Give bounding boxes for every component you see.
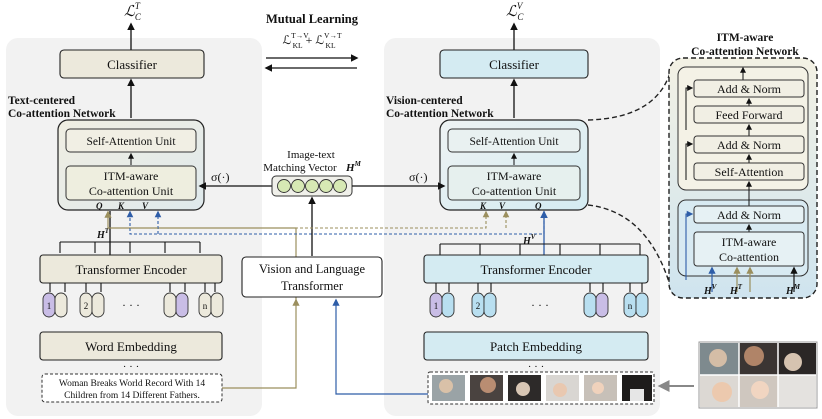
vision-network-title-line1: Vision-centered <box>386 95 463 107</box>
text-token-ellipsis: · · · <box>122 298 140 312</box>
itm-coattention-line1: ITM-aware <box>722 235 777 249</box>
itm-self-attention-label: Self-Attention <box>715 165 784 179</box>
itm-add-norm-low <box>693 205 805 224</box>
vision-self-attention-label: Self-Attention Unit <box>469 136 559 148</box>
text-word-embedding-label: Word Embedding <box>85 339 177 354</box>
vision-encoder-output-ticks <box>439 244 641 255</box>
itm-network-title-line2: Co-attention Network <box>691 46 799 58</box>
text-network-title-line2: Co-attention Network <box>8 108 116 120</box>
text-itm-unit-line2: Co-attention Unit <box>89 184 174 198</box>
svg-text:1: 1 <box>47 301 52 311</box>
vlt-line2: Transformer <box>281 279 344 293</box>
vision-token-ellipsis: · · · <box>531 298 549 312</box>
text-classifier-label: Classifier <box>107 57 157 72</box>
vision-classifier-box <box>439 49 589 79</box>
vision-token-mid <box>583 292 609 318</box>
itm-add-norm-low-label: Add & Norm <box>717 208 782 222</box>
text-network-title-line1: Text-centered <box>8 95 76 107</box>
itm-coattention-line2: Co-attention <box>719 250 779 264</box>
text-token-1: 1 <box>42 292 68 318</box>
vision-transformer-encoder-label: Transformer Encoder <box>480 262 592 277</box>
itm-add-norm-top <box>693 79 805 98</box>
text-input-line1: Woman Breaks World Record With 14 <box>59 379 206 389</box>
matching-label-line1: Image-text <box>287 149 335 161</box>
svg-text:n: n <box>203 301 208 311</box>
text-token-mid <box>163 292 189 318</box>
text-sigma-label: σ(·) <box>211 170 229 184</box>
vision-token-2: 2 <box>471 292 497 318</box>
itm-coattention <box>693 231 805 267</box>
text-embed-ellipsis: · · · <box>123 361 140 373</box>
source-image-grid <box>698 341 818 409</box>
text-input-line2: Children from 14 Different Fathers. <box>64 390 200 401</box>
text-word-embedding-box <box>39 331 223 361</box>
zoom-connector-bottom <box>587 204 673 293</box>
itm-add-norm-mid-label: Add & Norm <box>717 138 782 152</box>
svg-text:2: 2 <box>476 301 481 311</box>
image-to-vlt-arrow <box>332 298 428 395</box>
text-k-label: K <box>117 201 125 211</box>
vision-k-label: K <box>479 201 487 211</box>
svg-text:n: n <box>628 301 633 311</box>
svg-text:1: 1 <box>434 301 439 311</box>
itm-residual-loop-2 <box>685 85 694 130</box>
vision-self-attention-box <box>447 128 581 153</box>
text-classifier-box <box>59 49 205 79</box>
vision-token-n: n <box>623 292 649 318</box>
vlt-box <box>241 256 383 298</box>
vision-encoder-input-ticks <box>435 283 643 292</box>
mutual-learning-title: Mutual Learning <box>266 12 359 26</box>
text-self-attention-box <box>65 128 197 153</box>
vision-embed-ellipsis: · · · <box>528 361 545 373</box>
image-patch-thumbnails <box>432 375 652 401</box>
itm-feed-forward <box>693 105 805 124</box>
vision-itm-unit-line2: Co-attention Unit <box>472 184 557 198</box>
vision-itm-unit-line1: ITM-aware <box>487 169 542 183</box>
itm-residual-loop-3 <box>685 210 694 280</box>
vision-patch-embedding-box <box>423 331 649 361</box>
zoom-connector-top <box>587 65 673 121</box>
text-transformer-encoder-label: Transformer Encoder <box>75 262 187 277</box>
matching-symbol: HM <box>345 160 362 174</box>
matching-label-line2: Matching Vector <box>263 162 337 174</box>
itm-self-attention <box>693 162 805 181</box>
vision-itm-unit-box <box>447 165 581 201</box>
text-input-box <box>41 373 223 403</box>
text-q-label: Q <box>96 201 103 211</box>
text-itm-unit-box <box>65 165 197 201</box>
text-input-to-vlt-arrow <box>222 298 300 389</box>
vision-sigma-label: σ(·) <box>409 170 427 184</box>
vision-transformer-encoder-box <box>423 254 649 284</box>
matching-vector-circles <box>277 179 347 193</box>
vision-kv-olive-dashed <box>120 210 490 229</box>
text-v-label: V <box>142 201 149 211</box>
vision-classifier-label: Classifier <box>489 57 539 72</box>
vision-patch-embedding-label: Patch Embedding <box>490 339 583 354</box>
itm-network-title-line1: ITM-aware <box>717 32 774 44</box>
text-transformer-encoder-box <box>39 254 223 284</box>
itm-feed-forward-label: Feed Forward <box>716 108 783 122</box>
text-self-attention-label: Self-Attention Unit <box>86 136 176 148</box>
vlt-line1: Vision and Language <box>259 262 366 276</box>
text-token-n: n <box>198 292 224 318</box>
vision-v-label: V <box>499 201 506 211</box>
itm-add-norm-top-label: Add & Norm <box>717 82 782 96</box>
svg-text:2: 2 <box>84 301 89 311</box>
text-itm-unit-line1: ITM-aware <box>104 169 159 183</box>
text-token-2: 2 <box>79 292 105 318</box>
text-encoder-output-ticks <box>59 242 201 253</box>
vision-q-label: Q <box>535 201 542 211</box>
vision-network-title-line2: Co-attention Network <box>386 108 494 120</box>
vision-token-1: 1 <box>429 292 455 318</box>
text-encoder-input-ticks <box>49 283 216 292</box>
